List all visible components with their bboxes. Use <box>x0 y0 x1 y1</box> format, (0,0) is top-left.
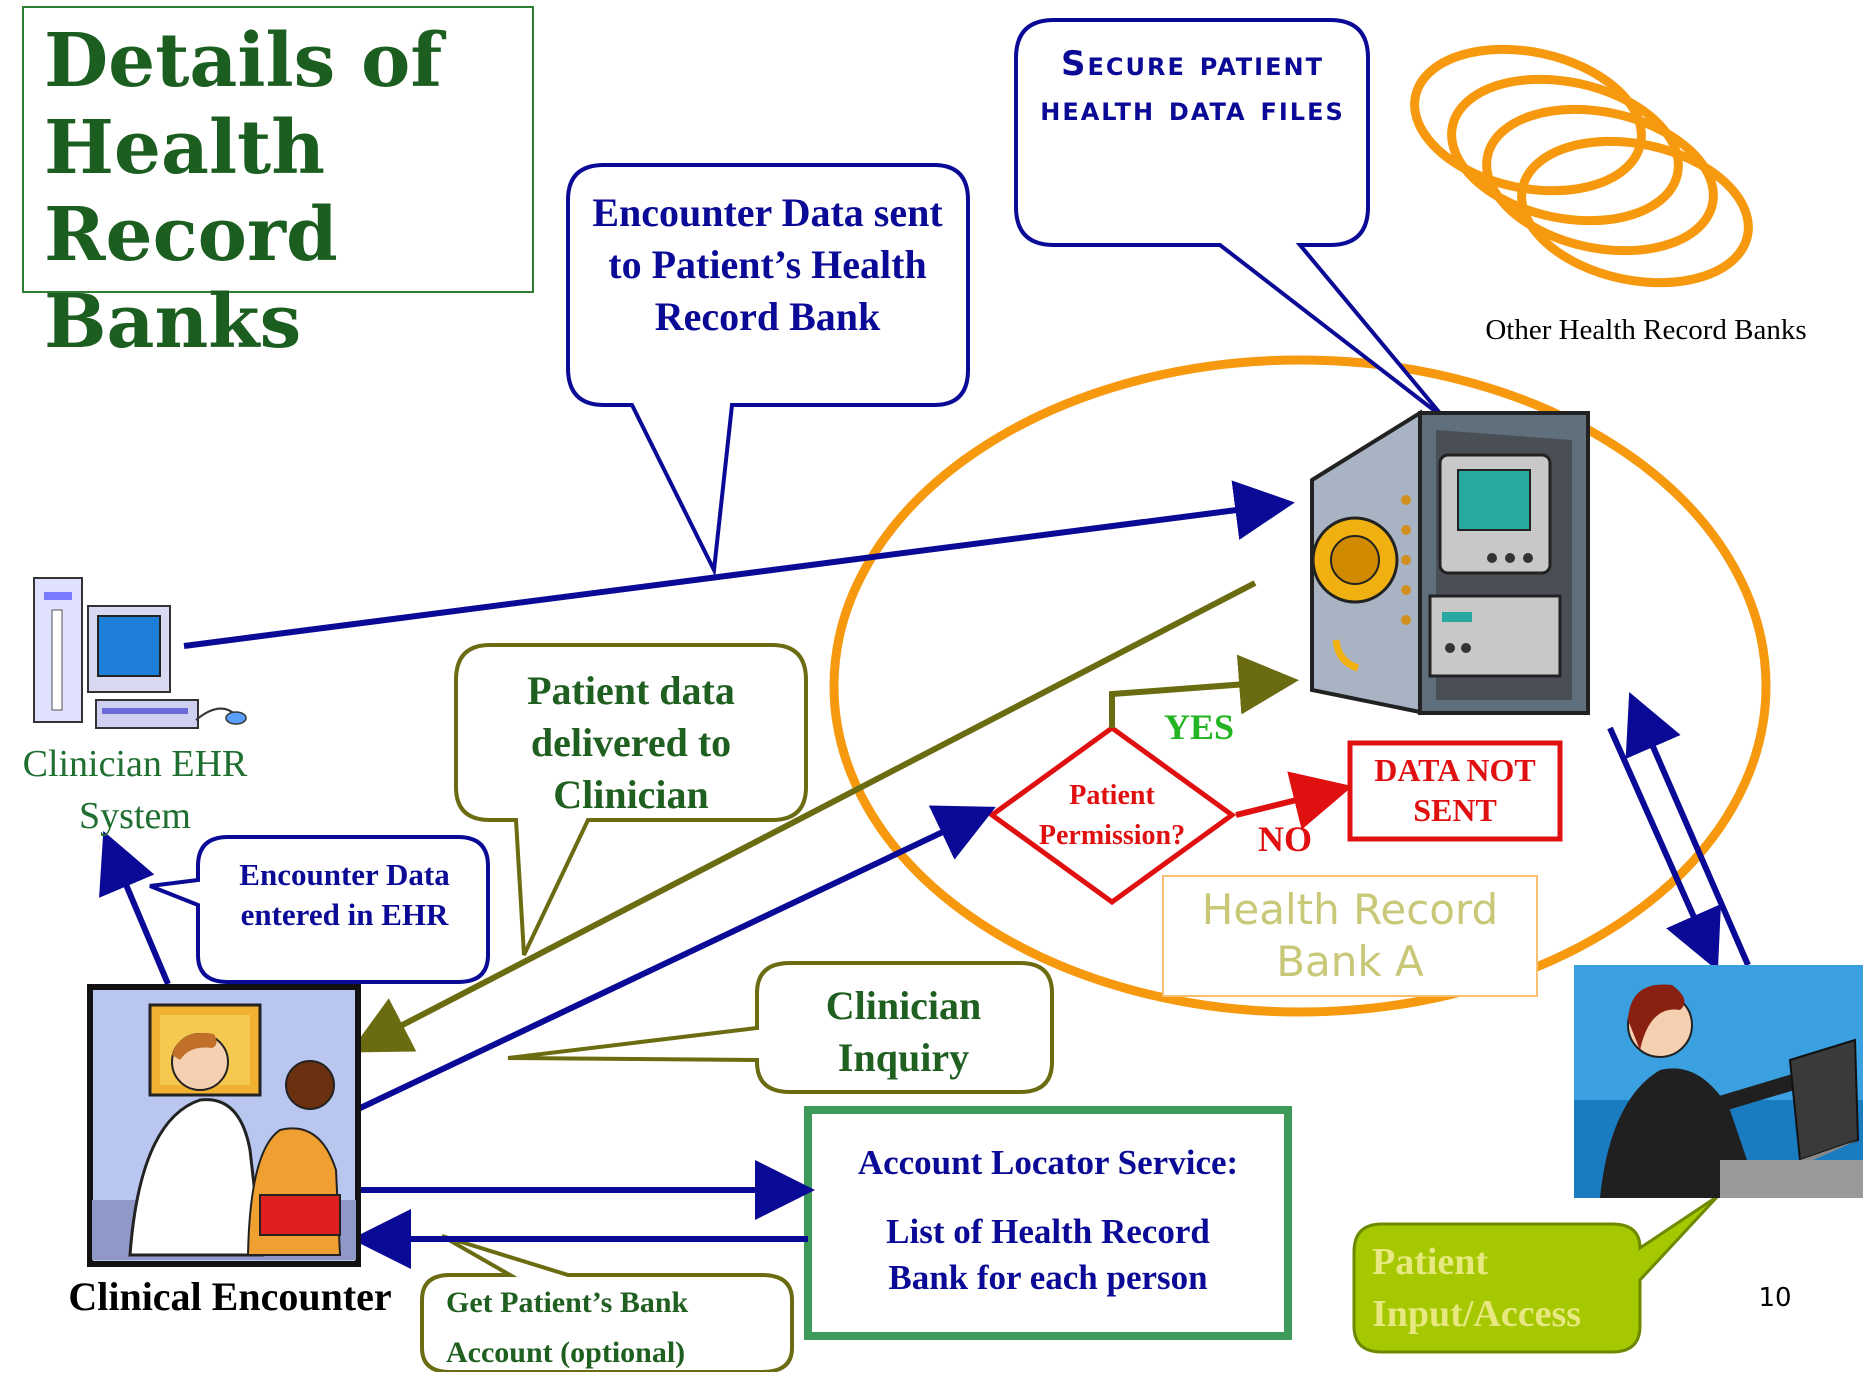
callout-secure-text: Secure patient health data files <box>1040 44 1345 129</box>
callout-patient-access-shape <box>1352 1194 1720 1354</box>
patient-laptop-image <box>1574 965 1863 1198</box>
arrow-encounter-to-decision <box>352 805 996 1114</box>
arrow-bank-to-patient <box>1607 726 1721 971</box>
clinical-encounter-image <box>87 984 361 1267</box>
callout-delivered-shape <box>454 643 808 956</box>
safe-icon <box>1310 409 1590 715</box>
other-banks-label: Other Health Record Banks <box>1485 314 1807 346</box>
callout-inquiry-text: Clinician Inquiry <box>825 983 982 1080</box>
clinical-encounter-label: Clinical Encounter <box>68 1274 392 1319</box>
slide-title: Details of Health Record Banks <box>44 18 443 365</box>
bank-a-label-box <box>1162 875 1538 997</box>
data-not-sent-label: DATA NOT SENT <box>1374 752 1536 828</box>
title-box <box>22 6 534 293</box>
data-not-sent-box <box>1347 740 1563 842</box>
arrow-ehr-to-bank <box>183 480 1295 649</box>
callout-encounter-sent-shape <box>566 163 970 578</box>
arrow-no-to-data-not-sent <box>1235 771 1353 830</box>
arrow-yes-to-bank <box>1109 654 1299 728</box>
callout-entered-text: Encounter Data entered in EHR <box>239 857 450 932</box>
callout-entered-shape <box>149 835 490 984</box>
other-banks-rings-icon <box>1410 44 1753 288</box>
callout-encounter-sent-text: Encounter Data sent to Patient’s Health … <box>592 190 943 339</box>
bank-a-ellipse <box>829 355 1771 1017</box>
callout-patient-access-text: Patient Input/Access <box>1372 1241 1582 1335</box>
arrow-bank-to-encounter <box>349 580 1257 1053</box>
yes-label: YES <box>1163 707 1235 747</box>
computer-icon <box>33 577 247 729</box>
locator-title: Account Locator Service: <box>857 1143 1239 1182</box>
arrow-patient-to-bank <box>1625 691 1751 967</box>
slide-number: 10 <box>1758 1283 1792 1313</box>
no-label: NO <box>1258 819 1312 859</box>
callout-secure-shape <box>1014 18 1446 420</box>
callout-bank-account-text: Get Patient’s Bank Account (optional) <box>446 1286 689 1369</box>
decision-label: Patient Permission? <box>1038 780 1186 851</box>
callout-delivered-text: Patient data delivered to Clinician <box>527 668 735 817</box>
bank-a-label: Health Record Bank A <box>1201 885 1499 986</box>
clinician-ehr-label: Clinician EHR System <box>22 743 248 837</box>
locator-body: List of Health Record Bank for each pers… <box>886 1212 1210 1297</box>
account-locator-box <box>804 1106 1292 1340</box>
decision-diamond <box>987 724 1237 906</box>
callout-inquiry-shape <box>507 961 1054 1094</box>
arrow-encounter-to-ehr <box>99 830 171 986</box>
